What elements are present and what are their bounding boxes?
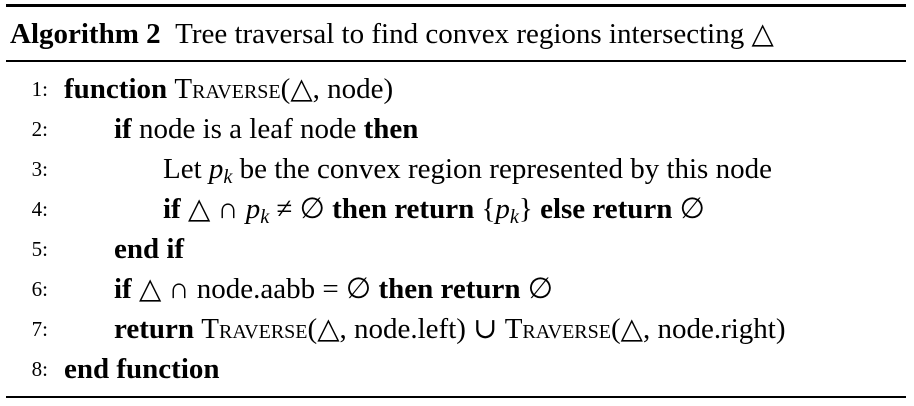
code-text: ≠ ∅ xyxy=(269,193,333,225)
line-number: 4: xyxy=(31,197,48,221)
caption-rule xyxy=(6,60,906,62)
line-code: function Traverse(△, node) xyxy=(64,69,393,109)
line-code: if △ ∩ node.aabb = ∅ then return ∅ xyxy=(114,269,553,309)
math-variable: k xyxy=(223,166,233,189)
code-text: be the convex region represented by this… xyxy=(232,153,772,185)
code-text: (△, node.left) ∪ xyxy=(307,313,505,345)
keyword: if xyxy=(163,193,181,225)
algorithm-label: Algorithm 2 xyxy=(10,18,161,50)
code-text: { xyxy=(474,193,496,225)
keyword: then xyxy=(363,113,419,145)
line-code: Let pk be the convex region represented … xyxy=(163,149,772,189)
keyword: end if xyxy=(114,233,185,265)
line-number: 8: xyxy=(31,357,48,381)
keyword: then return xyxy=(332,193,475,225)
keyword: function xyxy=(64,73,168,105)
procedure-name: Traverse xyxy=(504,313,611,345)
keyword: if xyxy=(114,273,132,305)
code-text: (△, node) xyxy=(280,73,394,105)
line-code: end function xyxy=(64,349,220,389)
procedure-name: Traverse xyxy=(201,313,308,345)
keyword: return xyxy=(114,313,195,345)
code-text: } xyxy=(518,193,541,225)
math-variable: p xyxy=(245,193,261,225)
top-rule xyxy=(6,4,906,7)
line-number: 1: xyxy=(31,77,48,101)
keyword: then return xyxy=(378,273,521,305)
algorithm-title: Tree traversal to find convex regions in… xyxy=(175,18,774,50)
math-variable: k xyxy=(260,206,270,229)
math-variable: p xyxy=(495,193,510,225)
algorithm-block: Algorithm 2 Tree traversal to find conve… xyxy=(6,0,906,406)
line-code: end if xyxy=(114,229,184,269)
line-number: 2: xyxy=(31,117,48,141)
algorithm-caption: Algorithm 2 Tree traversal to find conve… xyxy=(10,10,774,58)
line-number: 6: xyxy=(31,277,48,301)
line-number: 7: xyxy=(31,317,48,341)
line-number: 3: xyxy=(31,157,48,181)
math-variable: p xyxy=(208,153,224,185)
line-code: return Traverse(△, node.left) ∪ Traverse… xyxy=(114,309,786,349)
line-number: 5: xyxy=(31,237,48,261)
code-text: △ ∩ node.aabb = ∅ xyxy=(131,273,379,305)
code-text: ∅ xyxy=(672,193,705,225)
code-text: Let xyxy=(163,153,209,185)
line-code: if node is a leaf node then xyxy=(114,109,418,149)
bottom-rule xyxy=(6,396,906,398)
code-text: (△, node.right) xyxy=(610,313,786,345)
keyword: if xyxy=(114,113,132,145)
keyword: end function xyxy=(64,353,220,385)
code-text: node is a leaf node xyxy=(131,113,364,145)
line-code: if △ ∩ pk ≠ ∅ then return {pk} else retu… xyxy=(163,189,705,229)
math-variable: k xyxy=(509,206,519,229)
keyword: else return xyxy=(540,193,673,225)
code-text: ∅ xyxy=(520,273,554,305)
procedure-name: Traverse xyxy=(174,73,281,105)
code-text: △ ∩ xyxy=(180,193,246,225)
